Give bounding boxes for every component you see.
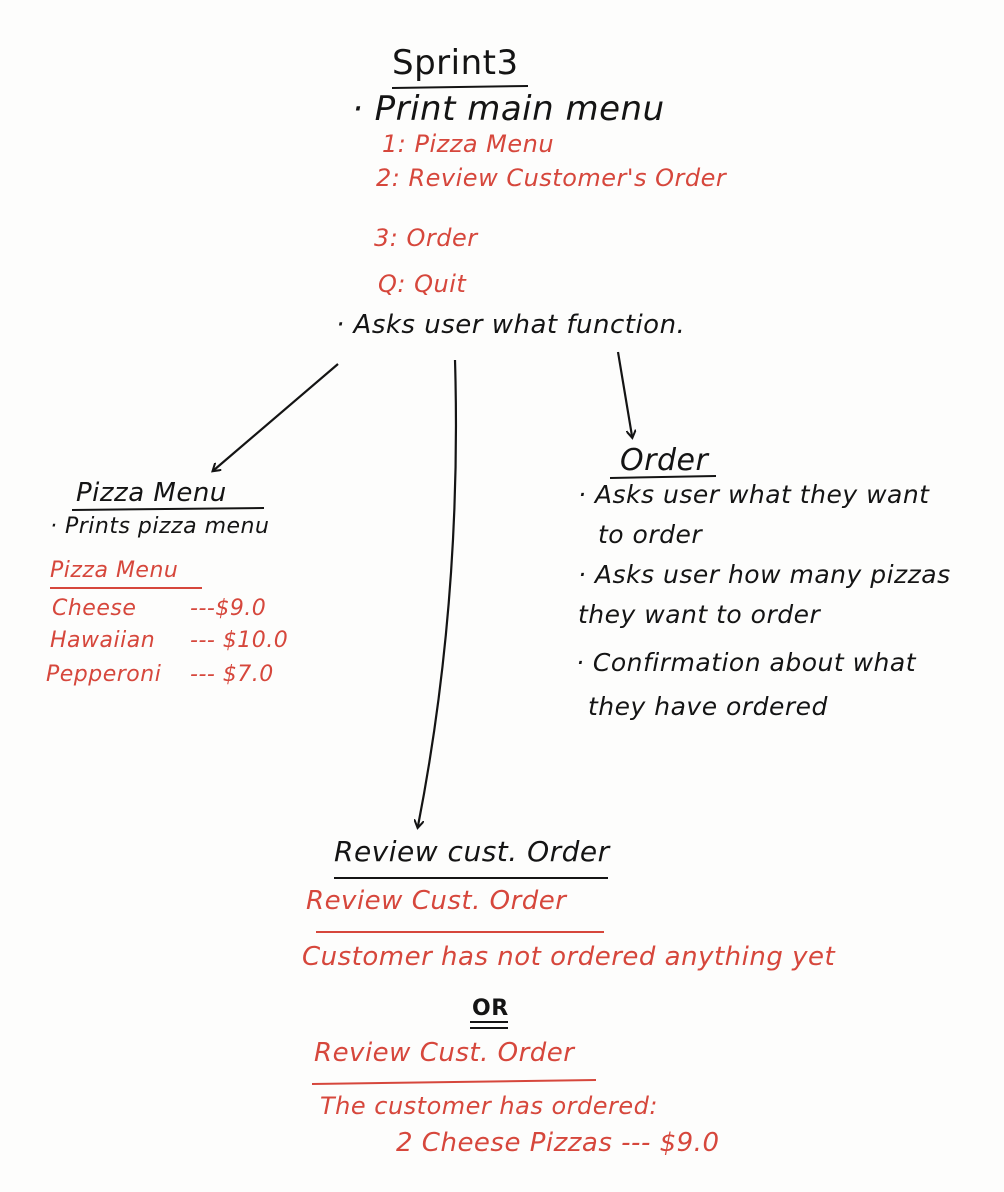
- order-note-line: · Asks user what they want: [578, 480, 930, 509]
- arrow-to-pizza-menu: [214, 363, 339, 470]
- main-menu-item: Q: Quit: [378, 270, 467, 298]
- title-underline: [391, 85, 529, 89]
- pizza-menu-bullet: · Prints pizza menu: [50, 514, 270, 539]
- review-sub2-underline: [311, 1079, 597, 1085]
- main-menu-heading: · Print main menu: [352, 89, 665, 129]
- order-heading-underline: [609, 475, 717, 479]
- pizza-item-price: --- $7.0: [190, 662, 274, 687]
- diagram-title: Sprint3: [392, 43, 519, 83]
- order-note-line: · Asks user how many pizzas: [578, 560, 951, 589]
- pizza-item-name: Pepperoni: [46, 662, 162, 687]
- pizza-item-name: Cheese: [52, 596, 137, 621]
- review-or-label: OR: [472, 996, 509, 1021]
- order-note-line: to order: [598, 520, 703, 549]
- review-subheading: Review Cust. Order: [314, 1038, 575, 1068]
- order-heading: Order: [620, 443, 709, 478]
- arrow-to-review: [418, 359, 458, 826]
- pizza-heading-underline: [71, 507, 265, 511]
- review-ordered-message: The customer has ordered:: [320, 1092, 658, 1120]
- main-menu-item: 1: Pizza Menu: [382, 130, 555, 158]
- order-note-line: they have ordered: [588, 692, 828, 721]
- main-menu-item: 3: Order: [374, 224, 478, 252]
- pizza-item-price: --- $10.0: [190, 628, 289, 653]
- review-subheading: Review Cust. Order: [306, 886, 567, 916]
- order-note-line: · Confirmation about what: [576, 648, 917, 677]
- pizza-menu-subheading: Pizza Menu: [50, 558, 179, 583]
- review-empty-message: Customer has not ordered anything yet: [302, 942, 836, 972]
- main-menu-item: 2: Review Customer's Order: [376, 164, 727, 192]
- asks-user-note: · Asks user what function.: [336, 310, 686, 340]
- review-heading: Review cust. Order: [334, 835, 610, 868]
- pizza-menu-heading: Pizza Menu: [76, 478, 227, 508]
- review-ordered-item: 2 Cheese Pizzas --- $9.0: [396, 1128, 720, 1158]
- order-note-line: they want to order: [578, 600, 821, 629]
- pizza-item-price: ---$9.0: [190, 596, 267, 621]
- pizza-item-name: Hawaiian: [50, 628, 156, 653]
- arrow-to-order: [616, 351, 632, 436]
